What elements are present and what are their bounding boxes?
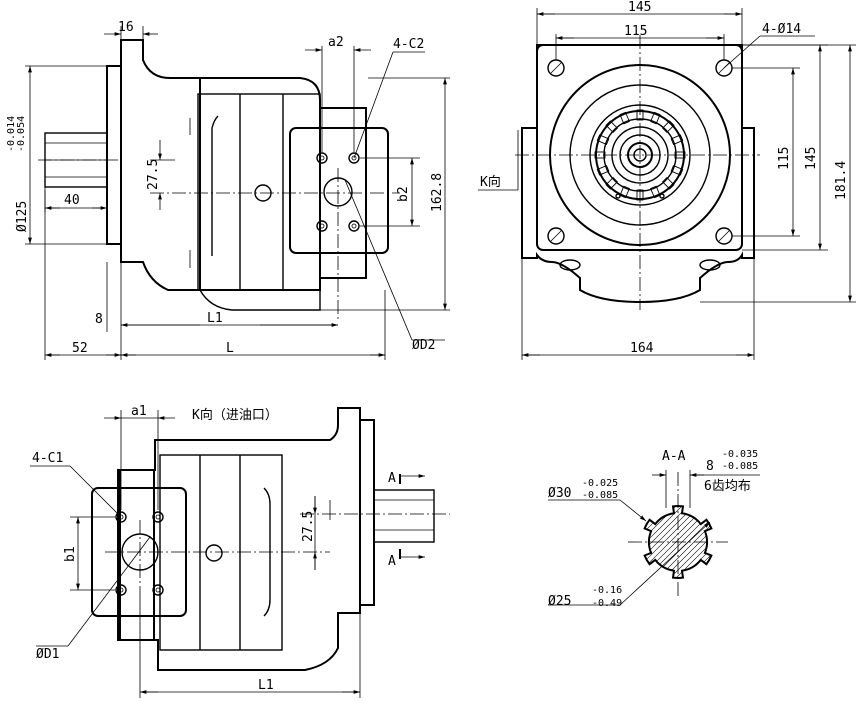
label-D2: ØD2 [412, 338, 435, 353]
key-width: 8 [706, 459, 714, 474]
bearing-roller [650, 185, 661, 199]
label-k-dir: K向 [480, 174, 501, 190]
dim-40: 40 [64, 193, 80, 208]
major-dia: Ø30 [548, 486, 571, 501]
dim-L1-bottom: L1 [258, 678, 274, 693]
front-view: 16 a2 4-C2 Ø125 -0.014 -0.054 40 27.5 b2 [6, 20, 450, 360]
dim-27-5-front: 27.5 [146, 159, 161, 190]
dim-L: L [226, 341, 234, 356]
dim-52: 52 [72, 341, 88, 356]
section-mark-a-bottom: A [388, 554, 396, 569]
label-D1: ØD1 [36, 647, 59, 662]
dim-115-side: 115 [777, 147, 792, 170]
dim-164: 164 [630, 341, 654, 356]
dim-b1: b1 [63, 546, 78, 562]
dim-shaft-tol-lower: -0.054 [16, 116, 27, 152]
hatch-line [644, 506, 662, 578]
bearing-roller [619, 111, 630, 125]
dim-8: 8 [95, 312, 103, 327]
side-view: 145 115 4-Ø14 115 145 181.4 164 [478, 0, 856, 360]
dim-145-top: 145 [628, 0, 651, 15]
major-tol-lower: -0.085 [582, 490, 618, 501]
dim-27-5-bottom: 27.5 [301, 511, 316, 542]
dim-115-top: 115 [624, 24, 647, 39]
bearing-roller [596, 134, 610, 145]
bottom-view: A A K向（进油口） a1 4-C1 b1 27.5 ØD1 L1 [30, 404, 450, 698]
dim-a1: a1 [131, 404, 147, 419]
label-4-c2: 4-C2 [393, 37, 424, 52]
label-k-view-title: K向（进油口） [192, 407, 278, 423]
minor-tol-lower: -0.49 [592, 598, 622, 609]
front-body [170, 77, 321, 311]
hatch-line [696, 506, 712, 578]
section-title: A-A [662, 449, 686, 464]
bearing-roller [596, 165, 610, 176]
section-aa: A-A 8 -0.035 -0.085 6齿均布 Ø30 -0.025 -0.0… [548, 449, 760, 609]
bearing-roller [670, 165, 684, 176]
bearing-roller [661, 120, 675, 134]
hatch-line [666, 506, 712, 578]
label-4-d14: 4-Ø14 [762, 22, 801, 37]
bearing-roller [650, 111, 661, 125]
key-tol-upper: -0.035 [722, 449, 758, 460]
bearing-roller [661, 176, 675, 190]
dim-162-8: 162.8 [430, 173, 445, 212]
section-mark-a-top: A [388, 471, 396, 486]
dim-16: 16 [118, 20, 134, 35]
bearing-roller [605, 176, 619, 190]
major-tol-upper: -0.025 [582, 478, 618, 489]
dim-b2: b2 [396, 186, 411, 202]
label-4-c1: 4-C1 [32, 451, 63, 466]
bearing-roller [670, 134, 684, 145]
minor-dia: Ø25 [548, 594, 571, 609]
teeth-count: 6齿均布 [704, 479, 751, 494]
key-tol-lower: -0.085 [722, 461, 758, 472]
bearing-rollers [594, 109, 686, 201]
dim-145-side: 145 [804, 147, 819, 170]
dim-L1-front: L1 [207, 311, 223, 326]
front-shaft [44, 132, 108, 188]
dim-a2: a2 [328, 35, 344, 50]
dim-181-4: 181.4 [834, 161, 849, 200]
bearing-roller [619, 185, 630, 199]
minor-tol-upper: -0.16 [592, 585, 622, 596]
dim-shaft-tol-upper: -0.014 [6, 116, 17, 152]
bearing-roller [605, 120, 619, 134]
dim-shaft-dia: Ø125 [15, 201, 30, 232]
front-flange [106, 39, 201, 291]
